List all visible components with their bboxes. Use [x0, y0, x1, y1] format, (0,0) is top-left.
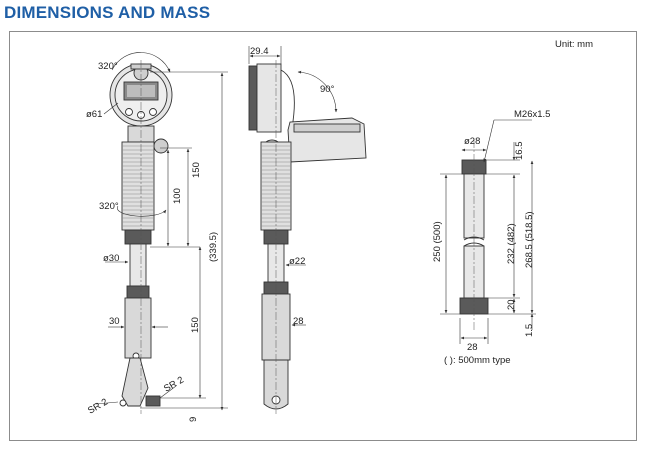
- label-sr-left: SR 2: [86, 397, 110, 417]
- label-rot-top: 320°: [98, 61, 118, 72]
- contact-arm: [121, 357, 149, 407]
- swivel-top: [293, 123, 361, 133]
- movable-contact: [119, 399, 127, 407]
- note-500mm: ( ): 500mm type: [444, 355, 511, 366]
- fixed-contact: [145, 395, 161, 407]
- label-thread: M26x1.5: [514, 109, 550, 120]
- label-h15: 1.5: [524, 324, 535, 337]
- rod-view: [459, 140, 489, 330]
- side-view: [248, 60, 367, 414]
- grip-ribs: [122, 145, 154, 227]
- label-dia28: ø28: [464, 136, 480, 147]
- label-h232: 232 (482): [506, 223, 517, 264]
- sr-left-leader: [95, 401, 119, 405]
- front-shaft: [129, 243, 147, 287]
- angle-90-arc: [297, 70, 338, 113]
- sr-right-leader: [159, 385, 177, 399]
- label-angle-90: 90°: [320, 84, 335, 95]
- label-h16: 16.5: [514, 142, 525, 161]
- front-collar: [124, 229, 152, 245]
- label-h250: 250 (500): [432, 221, 443, 262]
- button-3: [149, 108, 157, 116]
- label-w29: 29.4: [250, 46, 269, 57]
- label-h150-top: 150: [191, 162, 202, 178]
- side-dial-back: [248, 65, 258, 131]
- rod-dimensions: [440, 119, 536, 344]
- drawing-frame: [9, 31, 637, 441]
- label-dia30: ø30: [103, 253, 119, 264]
- label-dia61: ø61: [86, 109, 102, 120]
- label-h268: 268.5 (518.5): [524, 211, 535, 268]
- side-dimensions: [248, 46, 338, 327]
- rot-mid-arrow: [117, 205, 167, 217]
- label-h100: 100: [172, 188, 183, 204]
- label-w28-rod: 28: [467, 342, 478, 353]
- front-view: [109, 60, 173, 414]
- side-dial-body: [256, 63, 282, 133]
- label-w30: 30: [109, 316, 120, 327]
- label-w28-side: 28: [293, 316, 304, 327]
- rot-top-arrow: [111, 52, 171, 73]
- label-h150-bottom: 150: [190, 317, 201, 333]
- button-1: [125, 108, 133, 116]
- side-dial-edge: [280, 69, 295, 129]
- label-sr-right: SR 2: [162, 375, 186, 395]
- side-knob: [153, 138, 169, 154]
- label-dia22: ø22: [289, 256, 305, 267]
- label-h9: 9: [188, 417, 199, 422]
- front-dimensions: [95, 52, 228, 411]
- unit-label: Unit: mm: [555, 39, 593, 50]
- section-title: DIMENSIONS AND MASS: [4, 3, 211, 22]
- label-h339: (339.5): [208, 232, 219, 262]
- label-h20: 20: [506, 299, 517, 310]
- thread-leader: [483, 119, 495, 163]
- rod-break-top: [463, 236, 485, 241]
- label-rot-mid: 320°: [99, 201, 119, 212]
- dia61-leader: [103, 102, 119, 115]
- front-lower-body: [124, 297, 152, 359]
- front-lower-collar: [126, 285, 150, 299]
